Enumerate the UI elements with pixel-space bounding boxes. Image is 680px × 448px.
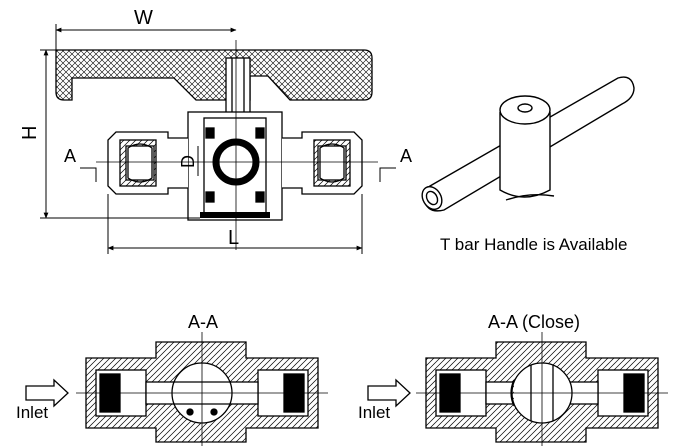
section-open-title: A-A bbox=[188, 312, 218, 332]
section-open bbox=[25, 332, 328, 446]
inlet-arrow-right bbox=[367, 378, 411, 408]
width-label: W bbox=[134, 7, 153, 29]
length-label: L bbox=[228, 227, 239, 249]
height-label: H bbox=[19, 126, 41, 140]
t-bar-handle-illustration bbox=[421, 76, 635, 212]
section-closed-title: A-A (Close) bbox=[488, 312, 580, 332]
section-mark-left: A bbox=[64, 146, 76, 166]
diameter-label: D bbox=[178, 155, 198, 168]
handle bbox=[55, 49, 373, 101]
inlet-arrow-left bbox=[25, 378, 69, 408]
dimension-lines bbox=[40, 24, 396, 254]
section-mark-right: A bbox=[400, 146, 412, 166]
t-bar-caption: T bar Handle is Available bbox=[440, 235, 627, 254]
valve-body bbox=[187, 111, 283, 221]
inlet-label-right: Inlet bbox=[358, 403, 390, 422]
section-closed bbox=[367, 332, 668, 446]
valve-front-view bbox=[55, 40, 378, 250]
inlet-label-left: Inlet bbox=[16, 403, 48, 422]
stem bbox=[225, 57, 251, 119]
